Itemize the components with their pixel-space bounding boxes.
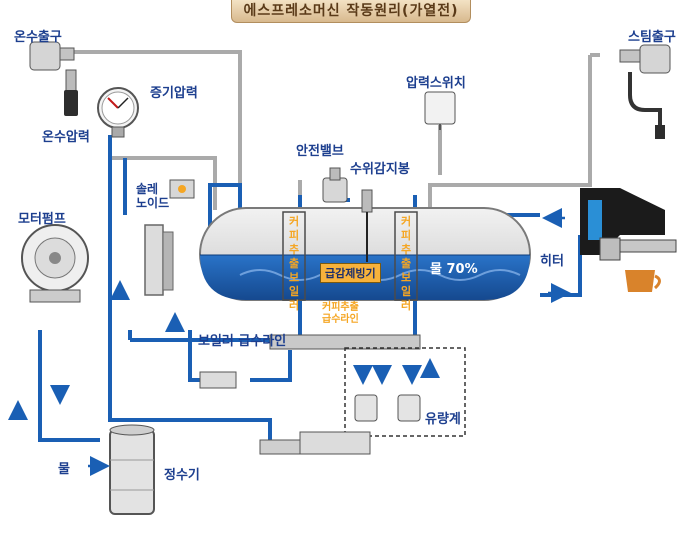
safety-valve <box>322 167 348 203</box>
water-purifier <box>109 424 155 515</box>
title-banner: 에스프레소머신 작동원리(가열전) <box>231 0 471 23</box>
label-flow-meter: 유량계 <box>425 412 461 427</box>
label-pressure-switch: 압력스위치 <box>406 76 466 91</box>
label-safety-valve: 안전밸브 <box>296 144 344 159</box>
label-coffee-feed-line: 커피추출 급수라인 <box>322 302 359 325</box>
label-water-in: 물 <box>58 462 70 477</box>
label-hot-water-pressure: 온수압력 <box>42 130 90 145</box>
pressure-gauge <box>97 87 139 138</box>
boiler-tank <box>199 207 531 301</box>
label-steam-outlet: 스팀출구 <box>628 30 676 45</box>
label-heat-exchanger: 급감제빙기 <box>320 263 381 283</box>
label-steam-pressure: 증기압력 <box>150 86 198 101</box>
label-heater: 히터 <box>540 254 564 269</box>
label-motor-pump: 모터펌프 <box>18 212 66 227</box>
heat-block <box>144 224 174 296</box>
hot-water-valve <box>29 41 78 116</box>
label-water-purifier: 정수기 <box>164 468 200 483</box>
label-solenoid: 솔레 노이드 <box>136 182 170 210</box>
label-boiler-feed-line: 보일러 급수라인 <box>198 334 287 349</box>
motor-pump <box>21 224 89 303</box>
level-sensor <box>361 189 373 262</box>
pressure-switch <box>424 91 456 130</box>
label-level-sensor: 수위감지봉 <box>350 162 410 177</box>
label-coffee-boiler-left: 커피추출보일러 <box>288 215 300 312</box>
group-head <box>580 188 677 292</box>
flow-arrows <box>8 208 571 476</box>
manifold <box>199 334 466 455</box>
label-coffee-boiler-right: 커피추출보일러 <box>400 215 412 312</box>
steam-valve <box>619 44 671 139</box>
label-water-level: 물 70% <box>430 262 478 277</box>
diagram-title: 에스프레소머신 작동원리(가열전) <box>243 3 459 19</box>
solenoid-valve <box>169 179 195 199</box>
label-hot-water-outlet: 온수출구 <box>14 30 62 45</box>
